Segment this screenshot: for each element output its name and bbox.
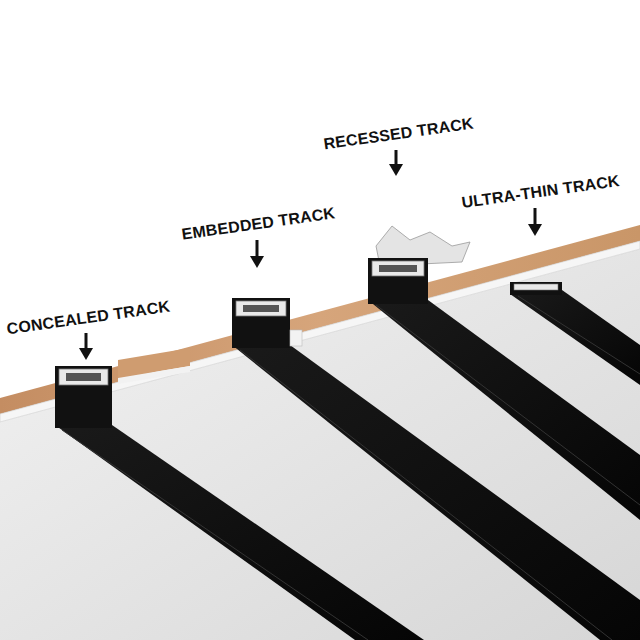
embedded-track-body — [232, 345, 640, 640]
arrow-head — [528, 224, 542, 236]
label-holder: RECESSED TRACK — [322, 114, 475, 155]
track-label: ULTRA-THIN TRACK — [460, 171, 621, 213]
profile-slot — [66, 373, 101, 381]
track-label: CONCEALED TRACK — [5, 297, 171, 340]
track-edge — [62, 430, 368, 640]
track-label: EMBEDDED TRACK — [180, 203, 336, 244]
pointer-arrow — [534, 208, 537, 226]
profile-flange — [236, 301, 286, 316]
plaster-step — [118, 366, 190, 384]
track-edge — [518, 296, 640, 374]
ceiling-surface — [0, 249, 640, 640]
label-holder: ULTRA-THIN TRACK — [460, 171, 621, 213]
pointer-arrow — [256, 240, 259, 258]
arrow-head — [250, 256, 264, 268]
profile-slot — [379, 265, 417, 272]
concealed-track-body — [55, 425, 424, 640]
profile-flange — [372, 261, 424, 276]
profile-slot — [243, 305, 279, 312]
ultra-thin-track-body — [510, 290, 640, 385]
pointer-arrow — [85, 333, 88, 350]
profile-flange — [514, 284, 558, 290]
arrow-head — [389, 164, 403, 176]
pointer-arrows — [79, 150, 542, 360]
label-holder: CONCEALED TRACK — [5, 297, 171, 340]
label-holder: EMBEDDED TRACK — [180, 203, 336, 244]
track-edge — [240, 350, 612, 640]
recessed-track-profile — [368, 258, 428, 304]
concealed-track-profile — [55, 366, 112, 428]
embedded-track-profile — [232, 298, 290, 348]
trim-edge — [290, 330, 302, 346]
ultra-thin-track-profile — [510, 282, 562, 295]
profile-flange — [59, 369, 108, 385]
track-label: RECESSED TRACK — [322, 114, 475, 155]
arrow-head — [79, 348, 93, 360]
pointer-arrow — [395, 150, 398, 166]
